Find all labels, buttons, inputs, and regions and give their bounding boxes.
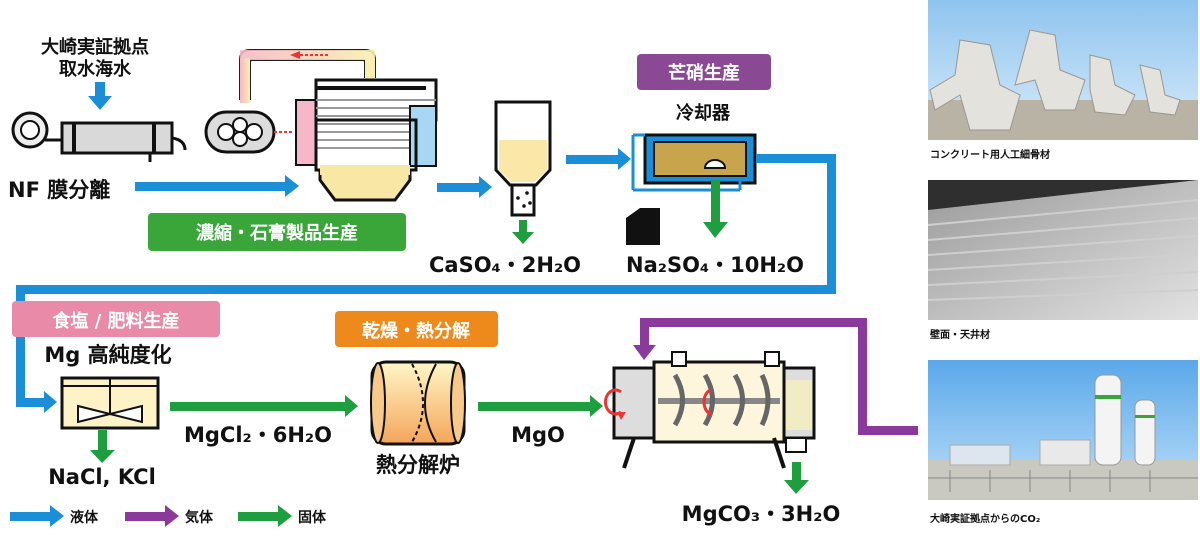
furnace-icon <box>370 360 466 446</box>
mg-purify-tank-icon <box>60 376 160 430</box>
co2-tank-icon <box>949 374 1156 466</box>
photo-aggregate-caption: コンクリート用人工細骨材 <box>930 148 1050 161</box>
arrow-co2-to-reactor <box>633 318 918 435</box>
na2so4-label: Na₂SO₄・10H₂O <box>626 253 804 277</box>
photo-co2-caption: 大崎実証拠点からのCO₂ <box>930 512 1040 525</box>
board-stack-icon <box>927 180 1199 320</box>
legend: 液体 気体 固体 <box>10 505 327 527</box>
concentrator-icon <box>204 49 438 202</box>
intake-label: 大崎実証拠点 取水海水 <box>41 36 149 80</box>
nf-membrane-icon <box>11 111 187 162</box>
mgo-label: MgO <box>511 423 565 447</box>
intake-label-line1: 大崎実証拠点 <box>41 36 149 58</box>
caso4-label: CaSO₄・2H₂O <box>429 253 581 277</box>
stage-tag-glauber: 芒硝生産 <box>637 54 771 90</box>
legend-solid: 固体 <box>238 505 327 527</box>
intake-arrow <box>88 82 112 110</box>
arrow-concentrator-to-hopper <box>437 176 492 198</box>
stage-tag-pyrolysis: 乾燥・熱分解 <box>335 311 498 347</box>
cooler-icon <box>626 133 757 245</box>
cooler-label: 冷却器 <box>676 102 731 124</box>
legend-gas: 気体 <box>125 505 214 527</box>
arrow-cooler-to-mg-purify <box>16 154 836 413</box>
stage-tag-salt: 食塩 / 肥料生産 <box>12 301 220 337</box>
photo-co2-site <box>928 360 1198 500</box>
gypsum-hopper-icon <box>494 100 552 217</box>
photo-aggregate <box>928 0 1198 140</box>
furnace-label: 熱分解炉 <box>376 453 460 477</box>
photo-board <box>927 180 1199 320</box>
legend-gas-label: 気体 <box>185 509 214 526</box>
arrow-hopper-to-cooler <box>566 148 631 170</box>
arrow-hopper-to-caso4 <box>512 220 534 244</box>
intake-label-line2: 取水海水 <box>59 58 132 80</box>
arrow-purify-to-nacl <box>90 430 115 463</box>
carbonation-reactor-icon <box>603 351 816 469</box>
tetrapod-icon <box>929 29 1181 131</box>
stage-tag-gypsum-label: 濃縮・石膏製品生産 <box>196 222 358 244</box>
photo-board-caption: 壁面・天井材 <box>930 328 990 341</box>
legend-solid-label: 固体 <box>298 509 327 526</box>
legend-liquid-label: 液体 <box>70 509 99 526</box>
legend-liquid: 液体 <box>10 505 99 527</box>
stage-tag-salt-label: 食塩 / 肥料生産 <box>51 310 179 332</box>
stage-tag-glauber-label: 芒硝生産 <box>668 62 740 84</box>
stage-tag-gypsum: 濃縮・石膏製品生産 <box>148 213 406 251</box>
mg-purify-label: Mg 高純度化 <box>44 343 171 367</box>
nf-label: NF 膜分離 <box>8 178 110 202</box>
stage-tag-pyrolysis-label: 乾燥・熱分解 <box>362 320 470 342</box>
arrow-purify-to-furnace <box>170 395 358 417</box>
mgco3-label: MgCO₃・3H₂O <box>682 502 841 526</box>
arrow-cooler-to-na2so4 <box>703 180 728 238</box>
mgcl2-label: MgCl₂・6H₂O <box>184 423 332 447</box>
arrow-nf-to-concentrator <box>135 175 299 197</box>
nacl-kcl-label: NaCl, KCl <box>48 465 156 489</box>
arrow-furnace-to-reactor <box>478 395 603 417</box>
arrow-reactor-to-mgco3 <box>784 462 809 494</box>
